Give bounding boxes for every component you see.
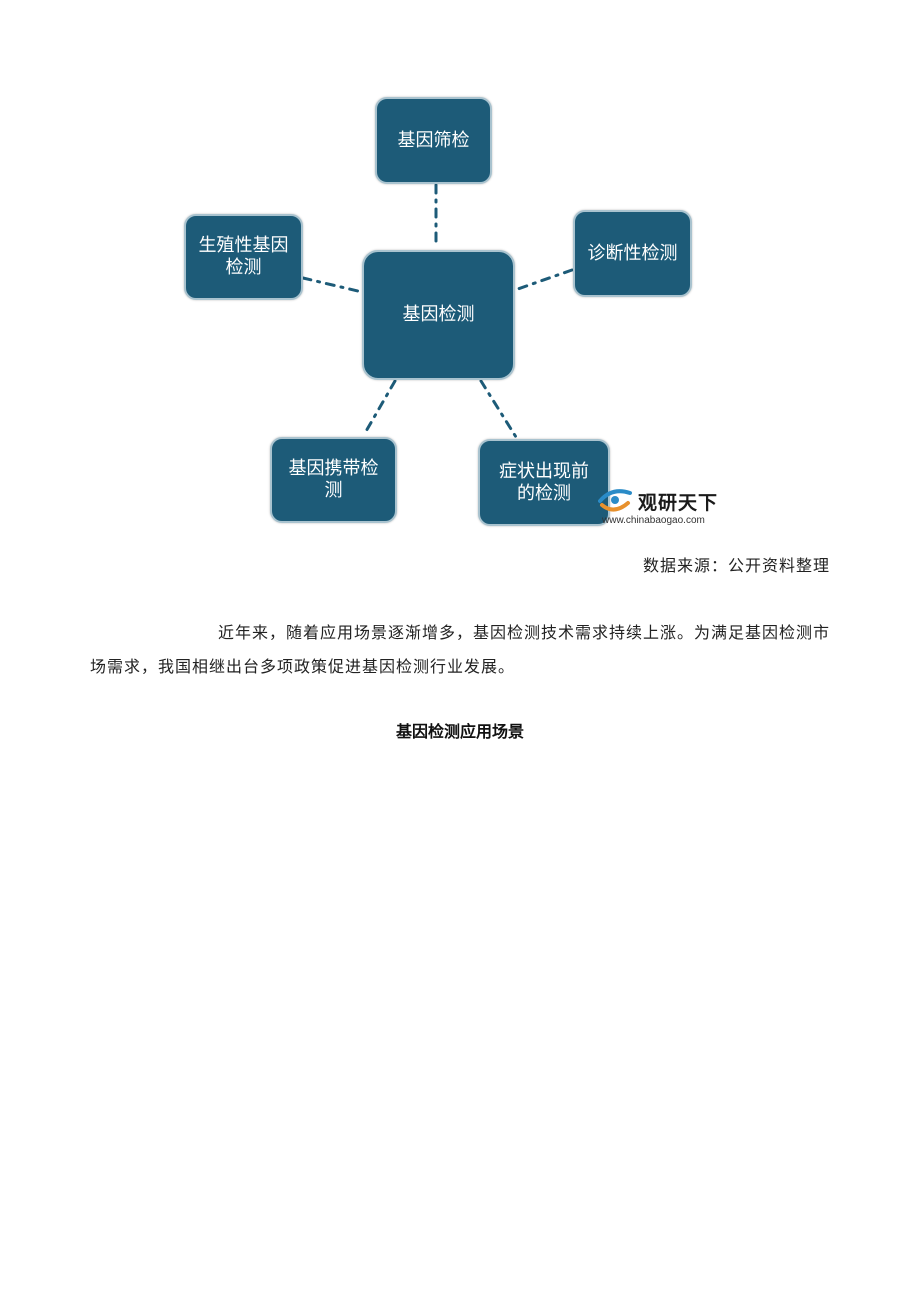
eye-logo-icon	[598, 489, 632, 512]
node-gene-screening-label: 基因筛检	[397, 129, 470, 151]
node-carrier-testing: 基因携带检 测	[270, 437, 397, 523]
node-carrier-testing-label: 基因携带检 测	[288, 458, 379, 501]
diagram-connectors	[301, 183, 574, 439]
figure-caption: 基因检测应用场景	[395, 722, 524, 741]
node-presymptomatic-testing: 症状出现前 的检测	[478, 439, 610, 526]
connector-left	[301, 276, 364, 294]
chinabaogao-logo: 观研天下 www.chinabaogao.com	[598, 485, 748, 530]
connector-right	[513, 268, 574, 292]
node-diagnostic-testing-label: 诊断性检测	[587, 242, 678, 264]
node-reproductive-testing-label: 生殖性基因 检测	[198, 235, 289, 278]
gene-testing-diagram: 基因筛检 诊断性检测 生殖性基因 检测 基因检测 基因携带检 测 症状出现前 的…	[0, 0, 920, 540]
node-diagnostic-testing: 诊断性检测	[573, 210, 692, 297]
connector-bottom-left	[363, 379, 397, 435]
body-paragraph: 近年来，随着应用场景逐渐增多，基因检测技术需求持续上涨。为满足基因检测市场需求，…	[90, 616, 830, 684]
logo-title: 观研天下	[638, 492, 719, 514]
data-source: 数据来源：公开资料整理	[642, 556, 830, 575]
paragraph-text: 近年来，随着应用场景逐渐增多，基因检测技术需求持续上涨。为满足基因检测市场需求，…	[90, 623, 831, 676]
node-gene-screening: 基因筛检	[375, 97, 492, 184]
node-reproductive-testing: 生殖性基因 检测	[184, 214, 303, 300]
node-center-label: 基因检测	[402, 304, 475, 325]
node-gene-testing-center: 基因检测	[362, 250, 515, 380]
node-presymptomatic-testing-label: 症状出现前 的检测	[499, 460, 589, 504]
logo-url: www.chinabaogao.com	[602, 515, 705, 526]
connector-bottom-right	[479, 379, 518, 439]
